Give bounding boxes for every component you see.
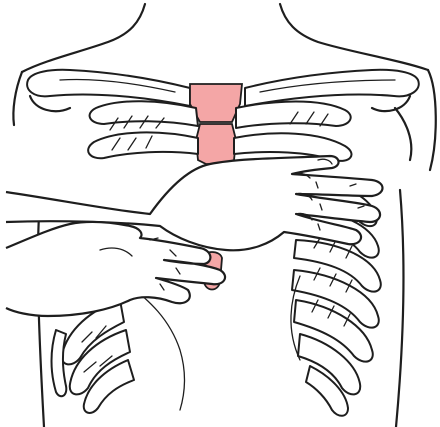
sternal-body	[196, 124, 236, 164]
